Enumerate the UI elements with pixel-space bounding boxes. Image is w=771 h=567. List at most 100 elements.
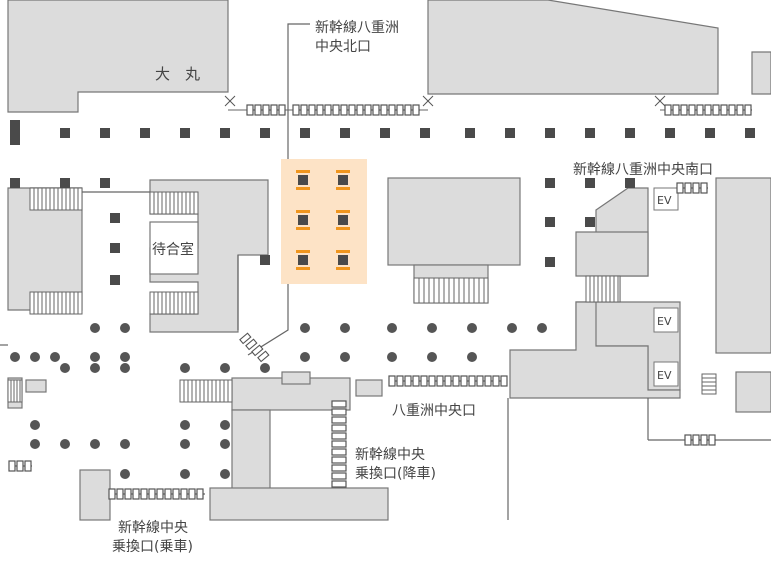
daimaru-label: 大 丸 (155, 65, 200, 83)
round-column (90, 439, 100, 449)
highlight-marker-bar (296, 267, 310, 270)
highlight-area[interactable] (281, 159, 367, 284)
highlight-marker-bar (336, 210, 350, 213)
gate-symbol (254, 104, 262, 116)
gate-symbol (124, 488, 132, 500)
round-column (427, 323, 437, 333)
round-column (507, 323, 517, 333)
gate-symbol (404, 375, 412, 387)
gate-symbol (720, 104, 728, 116)
gate-symbol (744, 104, 752, 116)
gate-symbol (108, 488, 116, 500)
round-column (180, 420, 190, 430)
square-pillar (665, 128, 675, 138)
gate-symbol (396, 375, 404, 387)
round-column (50, 352, 60, 362)
square-pillar (140, 128, 150, 138)
elevator-2[interactable]: EV (653, 307, 679, 333)
elevator-3[interactable]: EV (653, 361, 679, 387)
elevator-2-label: EV (657, 315, 672, 328)
square-pillar (60, 178, 70, 188)
round-column (30, 420, 40, 430)
round-column (300, 323, 310, 333)
daimaru-building[interactable]: 大 丸 (7, 0, 229, 113)
gate-symbol (380, 104, 388, 116)
gate-symbol-vertical (331, 424, 347, 432)
round-column (180, 469, 190, 479)
building-block-top-center (427, 0, 719, 95)
yaesu-central-exit[interactable]: 八重洲中央口 (392, 403, 476, 419)
gate-symbol (24, 460, 32, 472)
round-column (220, 420, 230, 430)
gate-symbol-vertical (331, 480, 347, 488)
gate-symbol (324, 104, 332, 116)
square-pillar (545, 257, 555, 267)
square-pillars (10, 120, 755, 285)
highlight-marker-pillar (338, 215, 348, 225)
gate-symbol-vertical (331, 408, 347, 416)
gate-symbol (292, 104, 300, 116)
south-exit[interactable]: 新幹線八重洲中央南口 (573, 161, 713, 178)
gate-symbol (340, 104, 348, 116)
gate-symbol (692, 434, 700, 446)
gate-symbol (388, 375, 396, 387)
gate-symbol (664, 104, 672, 116)
square-pillar (10, 178, 20, 188)
gate-symbol (246, 104, 254, 116)
round-column (120, 323, 130, 333)
gate-symbol (356, 104, 364, 116)
round-column (220, 469, 230, 479)
gate-symbol (8, 460, 16, 472)
gate-symbol (16, 460, 24, 472)
gate-symbol-diagonal (257, 350, 270, 363)
transfer-gate-boarding[interactable]: 新幹線中央 乗換口(乗車) (112, 519, 193, 555)
gate-symbol (728, 104, 736, 116)
stair-outline (585, 275, 621, 303)
gate-symbol (364, 104, 372, 116)
waiting-room[interactable]: 待合室 (149, 221, 199, 275)
stair-outline (701, 373, 717, 395)
transfer-gate-alighting[interactable]: 新幹線中央 乗換口(降車) (355, 446, 436, 482)
square-pillar (260, 255, 270, 265)
round-column (467, 323, 477, 333)
gate-post (224, 95, 236, 107)
yaesu-central-label: 八重洲中央口 (392, 403, 476, 419)
gate-symbol (132, 488, 140, 500)
gate-symbol (684, 182, 692, 194)
highlight-marker-bar (336, 187, 350, 190)
square-pillar (10, 120, 20, 130)
elevator-1-label: EV (657, 194, 672, 207)
square-pillar (545, 217, 555, 227)
square-pillar (110, 213, 120, 223)
gate-symbol-vertical (331, 432, 347, 440)
highlight-marker-bar (296, 170, 310, 173)
round-column (180, 363, 190, 373)
gate-symbol (436, 375, 444, 387)
square-pillar (340, 128, 350, 138)
highlight-marker-bar (336, 250, 350, 253)
elevator-1[interactable]: EV (653, 187, 679, 211)
gate-symbol (500, 375, 508, 387)
gate-symbol-vertical (331, 448, 347, 456)
square-pillar (10, 128, 20, 138)
highlight-marker-pillar (298, 255, 308, 265)
gate-symbol (196, 488, 204, 500)
round-column (60, 363, 70, 373)
right-building-structure (509, 177, 771, 413)
highlight-marker-pillar (298, 215, 308, 225)
gate-symbol (180, 488, 188, 500)
round-column (90, 352, 100, 362)
waiting-room-label: 待合室 (152, 241, 194, 258)
round-column (30, 439, 40, 449)
gate-symbol (116, 488, 124, 500)
gate-symbol-diagonal (251, 344, 264, 357)
gate-symbol-vertical (331, 440, 347, 448)
gate-symbol (684, 434, 692, 446)
gate-symbol (262, 104, 270, 116)
north-exit-label-line2: 中央北口 (315, 39, 371, 55)
gate-symbol (428, 375, 436, 387)
gate-symbol-vertical (331, 416, 347, 424)
round-column (90, 363, 100, 373)
gate-symbol-diagonal (239, 332, 252, 345)
gate-symbol (688, 104, 696, 116)
